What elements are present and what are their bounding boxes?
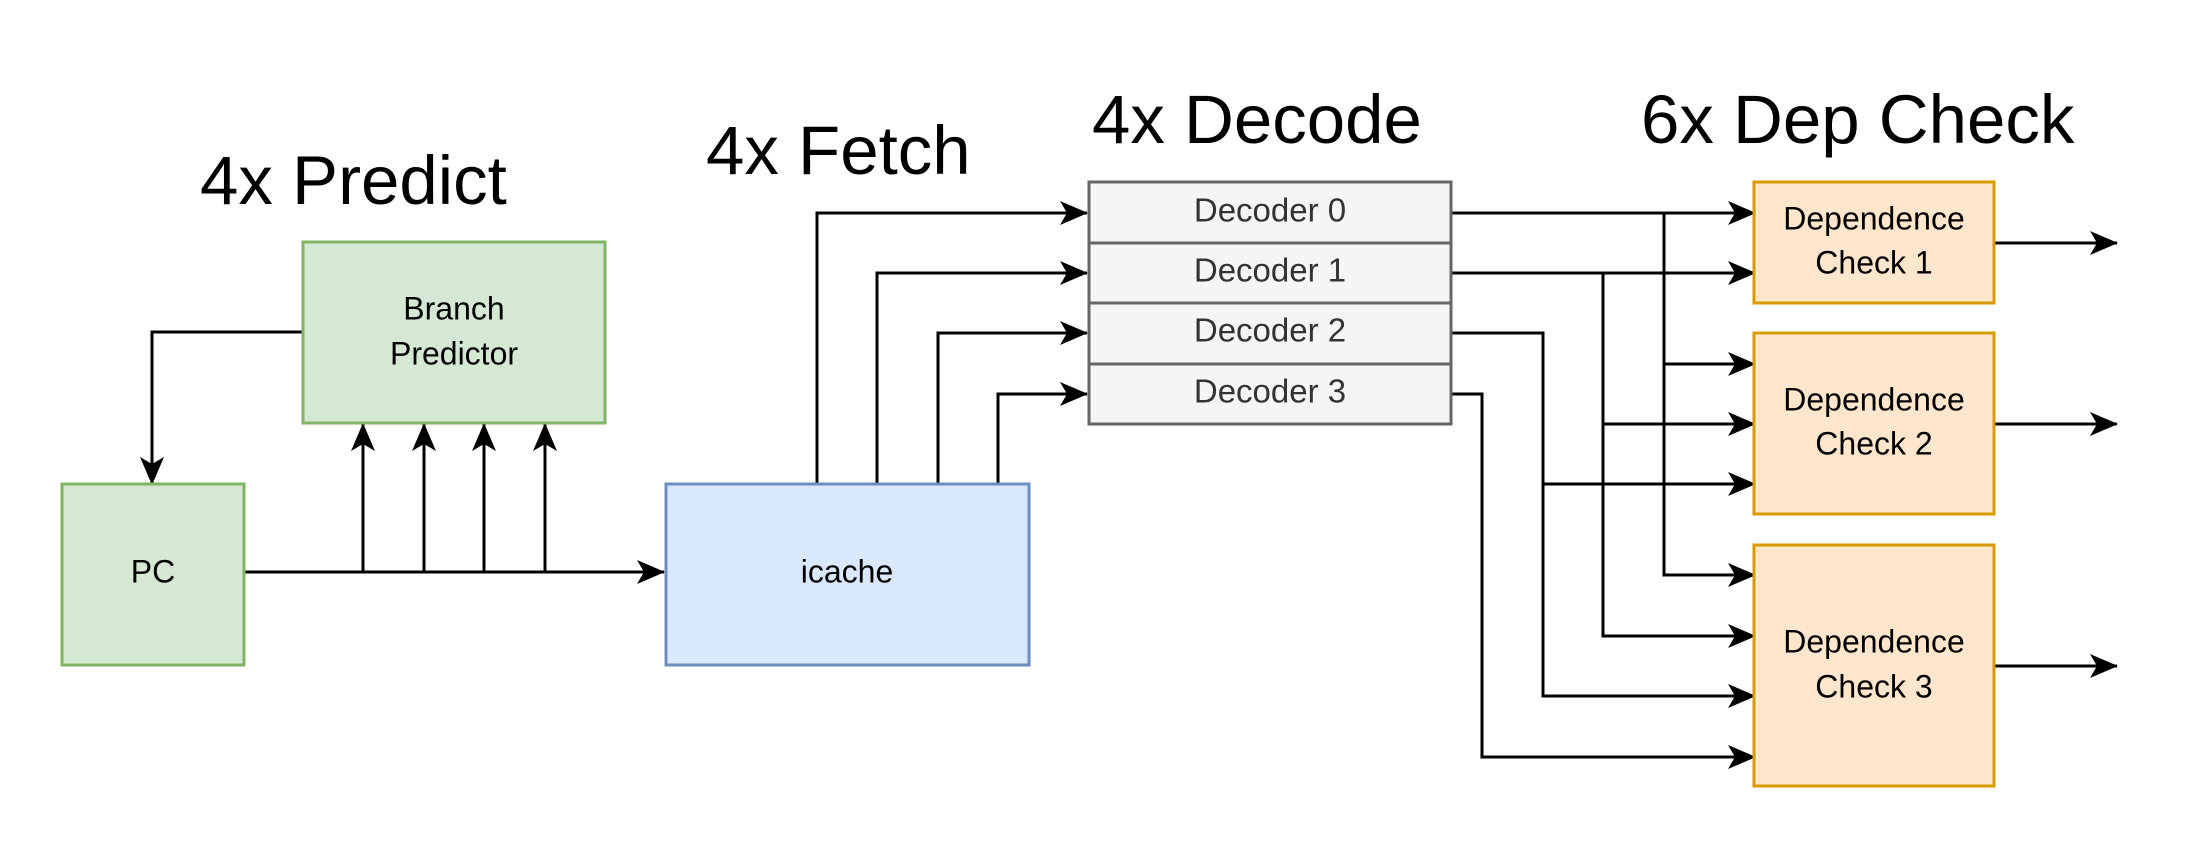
heading-decode: 4x Decode bbox=[1092, 81, 1422, 158]
dependence-check-2-box bbox=[1752, 331, 1996, 516]
dependence-check-2-label-line-1: Dependence bbox=[1783, 381, 1964, 417]
wire-dec0-dep3 bbox=[1662, 364, 1756, 587]
decoder-2-label: Decoder 2 bbox=[1194, 312, 1346, 349]
heading-fetch: 4x Fetch bbox=[706, 112, 971, 189]
decoder-2-box bbox=[1087, 301, 1453, 366]
dependence-check-1-label-line-2: Check 1 bbox=[1815, 244, 1932, 280]
wire-dec3-dep3 bbox=[1451, 392, 1756, 769]
wire-fetch-1 bbox=[875, 261, 1088, 484]
wire-dec2-dep2 bbox=[1451, 331, 1756, 496]
decoder-1-box bbox=[1087, 241, 1453, 305]
icache-block: icache bbox=[664, 482, 1031, 667]
pc-label: PC bbox=[131, 553, 175, 589]
icache-label: icache bbox=[801, 553, 894, 589]
decoder-stack: Decoder 0 Decoder 1 Decoder 2 Decoder 3 bbox=[1087, 180, 1453, 426]
icache-box bbox=[664, 482, 1031, 667]
pc-block: PC bbox=[60, 482, 246, 667]
dependence-check-3-label-line-2: Check 3 bbox=[1815, 668, 1932, 704]
decoder-3-box bbox=[1087, 362, 1453, 426]
dependence-check-1-block: Dependence Check 1 bbox=[1752, 180, 1996, 305]
decoder-1-label: Decoder 1 bbox=[1194, 252, 1346, 289]
dependence-check-2-block: Dependence Check 2 bbox=[1752, 331, 1996, 516]
heading-dep-check: 6x Dep Check bbox=[1641, 81, 2075, 158]
branch-predictor-label-line-1: Branch bbox=[403, 290, 504, 326]
decoder-0-label: Decoder 0 bbox=[1194, 192, 1346, 229]
branch-predictor-block: Branch Predictor bbox=[301, 240, 607, 425]
heading-predict: 4x Predict bbox=[200, 142, 507, 219]
wire-dec1-dep3 bbox=[1601, 424, 1756, 648]
wire-fetch-2 bbox=[936, 321, 1088, 484]
branch-predictor-label-line-2: Predictor bbox=[390, 335, 518, 371]
dependence-check-3-box bbox=[1752, 543, 1996, 788]
wire-fetch-0 bbox=[815, 201, 1088, 484]
pc-box bbox=[60, 482, 246, 667]
dependence-check-1-label-line-1: Dependence bbox=[1783, 200, 1964, 236]
wires bbox=[140, 201, 2118, 769]
dependence-check-3-label-line-1: Dependence bbox=[1783, 623, 1964, 659]
dependence-check-1-box bbox=[1752, 180, 1996, 305]
wire-dec1-dep2 bbox=[1601, 273, 1756, 436]
dependence-check-3-block: Dependence Check 3 bbox=[1752, 543, 1996, 788]
wire-dec2-dep3 bbox=[1541, 484, 1756, 708]
wire-fetch-3 bbox=[996, 382, 1088, 484]
decoder-3-label: Decoder 3 bbox=[1194, 373, 1346, 410]
wire-predictor-to-pc bbox=[140, 330, 302, 485]
branch-predictor-box bbox=[301, 240, 607, 425]
dependence-check-2-label-line-2: Check 2 bbox=[1815, 425, 1932, 461]
wire-dec0-dep2 bbox=[1662, 213, 1756, 376]
